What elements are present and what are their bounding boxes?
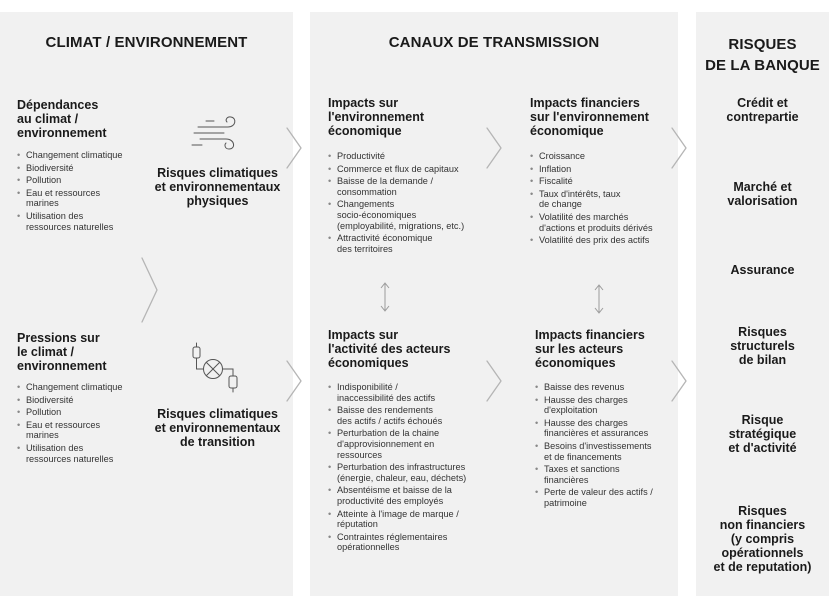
- wind-gust-icon: [191, 116, 236, 150]
- chevron-right-icon: [671, 127, 687, 169]
- impacts-acteurs-list: Indisponibilité /inaccessibilité des act…: [328, 382, 493, 555]
- impacts-eco-title: Impacts sur l'environnement économique: [328, 96, 425, 138]
- dependances-list: Changement climatique Biodiversité Pollu…: [17, 150, 157, 234]
- list-item: Changementssocio-économiques(employabili…: [328, 199, 488, 231]
- list-item: Commerce et flux de capitaux: [328, 164, 488, 175]
- bank-risk-assurance: Assurance: [730, 263, 795, 277]
- list-item: Fiscalité: [530, 176, 675, 187]
- list-item: Baisse des revenus: [535, 382, 675, 393]
- chevron-right-icon: [486, 360, 502, 402]
- dependances-title: Dépendances au climat / environnement: [17, 98, 107, 140]
- list-item: Indisponibilité /inaccessibilité des act…: [328, 382, 493, 403]
- pipeline-valve-icon: [192, 342, 238, 393]
- chevron-right-icon: [671, 360, 687, 402]
- impacts-fin-eco-title: Impacts financiers sur l'environnement é…: [530, 96, 649, 138]
- list-item: Pollution: [17, 175, 157, 186]
- list-item: Absentéisme et baisse de laproductivité …: [328, 485, 493, 506]
- list-item: Productivité: [328, 151, 488, 162]
- double-arrow-icon: [594, 284, 604, 314]
- panel-risques-banque: [696, 12, 829, 596]
- column-title-canaux: CANAUX DE TRANSMISSION: [388, 34, 600, 51]
- chevron-right-icon: [286, 360, 302, 402]
- chevron-right-icon: [286, 127, 302, 169]
- column-title-risques: RISQUES DE LA BANQUE: [696, 34, 829, 76]
- list-item: Pollution: [17, 407, 157, 418]
- panel-climat-environnement: [0, 12, 293, 596]
- impacts-acteurs-title: Impacts sur l'activité des acteurs écono…: [328, 328, 451, 370]
- list-item: Volatilité des prix des actifs: [530, 235, 675, 246]
- impacts-fin-acteurs-title: Impacts financiers sur les acteurs écono…: [535, 328, 645, 370]
- column-title-risques-line2: DE LA BANQUE: [705, 57, 820, 74]
- list-item: Contraintes réglementairesopérationnelle…: [328, 532, 493, 553]
- impacts-fin-eco-list: Croissance Inflation Fiscalité Taux d'in…: [530, 151, 675, 248]
- impacts-eco-list: Productivité Commerce et flux de capitau…: [328, 151, 488, 256]
- risques-physiques-label: Risques climatiques et environnementaux …: [154, 166, 281, 208]
- list-item: Atteinte à l'image de marque /réputation: [328, 509, 493, 530]
- chevron-right-icon: [486, 127, 502, 169]
- list-item: Changement climatique: [17, 382, 157, 393]
- impacts-fin-acteurs-list: Baisse des revenus Hausse des chargesd'e…: [535, 382, 675, 511]
- column-title-climat: CLIMAT / ENVIRONNEMENT: [45, 34, 248, 51]
- list-item: Inflation: [530, 164, 675, 175]
- chevron-right-icon: [141, 257, 158, 323]
- risques-transition-label: Risques climatiques et environnementaux …: [154, 407, 281, 449]
- list-item: Perturbation des infrastructures(énergie…: [328, 462, 493, 483]
- list-item: Perte de valeur des actifs /patrimoine: [535, 487, 675, 508]
- column-title-risques-line1: RISQUES: [728, 36, 797, 53]
- list-item: Baisse de la demande /consommation: [328, 176, 488, 197]
- list-item: Biodiversité: [17, 395, 157, 406]
- list-item: Changement climatique: [17, 150, 157, 161]
- pressions-list: Changement climatique Biodiversité Pollu…: [17, 382, 157, 466]
- list-item: Perturbation de la chained'approvisionne…: [328, 428, 493, 460]
- list-item: Biodiversité: [17, 163, 157, 174]
- pressions-title: Pressions sur le climat / environnement: [17, 331, 107, 373]
- list-item: Croissance: [530, 151, 675, 162]
- double-arrow-icon: [380, 282, 390, 312]
